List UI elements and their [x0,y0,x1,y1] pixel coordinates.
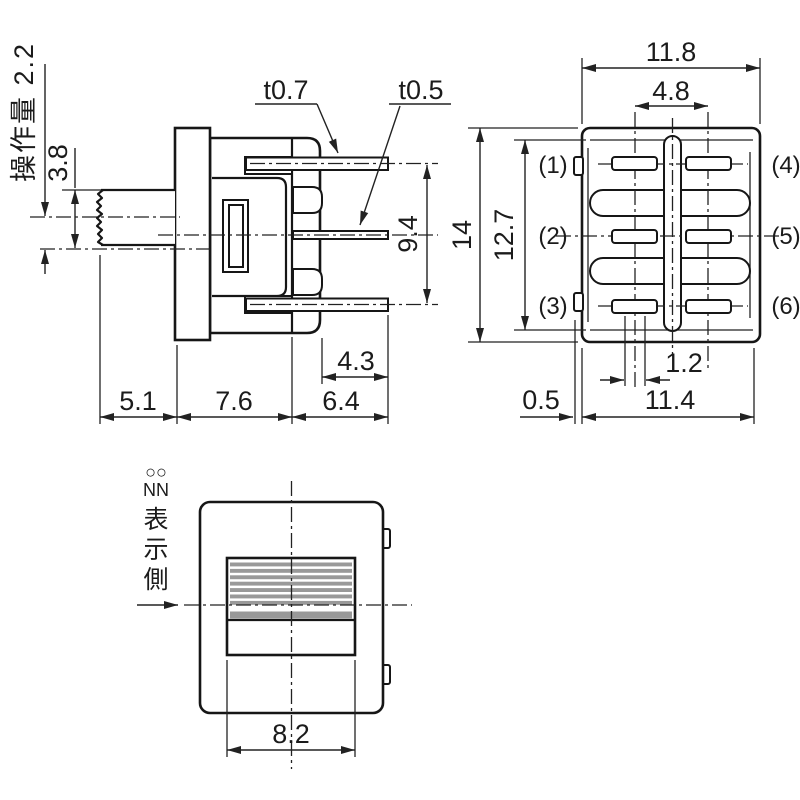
side-flange [173,126,212,342]
marking-row1: ○○ [145,462,167,482]
dim-11-8-label: 11.8 [646,37,697,67]
dim-11-4-label: 11.4 [645,385,696,415]
dim-t0-7-label: t0.7 [263,75,308,105]
pin-label-1: (1) [538,152,567,179]
plunger-slot-inner [228,204,244,268]
pin-3 [611,299,658,314]
pin-4 [685,156,732,171]
pin-label-4: (4) [771,152,800,179]
dim-4-3-label: 4.3 [337,346,375,376]
pin-label-3: (3) [538,293,567,320]
side-tab-top [573,156,584,176]
pin-6 [685,299,732,314]
dim-9-4-label: 9.4 [393,215,423,253]
dim-3-8-label: 3.8 [43,144,73,182]
dim-6-4-label: 6.4 [322,386,360,416]
dim-1-2-label: 1.2 [665,348,703,378]
dim-12-7-label: 12.7 [489,209,519,262]
shaft-knurl-edge [95,189,104,246]
dim-4-8-label: 4.8 [652,76,690,106]
pin-2 [611,229,658,244]
dim-7-6-label: 7.6 [215,386,253,416]
marking-side-char2: 示 [143,536,168,564]
pin-label-6: (6) [771,293,800,320]
case-shoulder-bottom [292,268,323,296]
dim-14-label: 14 [447,220,477,250]
pin-1 [611,156,658,171]
dim-t0-5-label: t0.5 [398,75,443,105]
dim-0-5-label: 0.5 [522,385,560,415]
dim-t0-5-leader [359,105,401,226]
marking-row2: NN [143,480,169,500]
front-view: ○○ NN 表 示 側 8.2 [137,462,412,769]
pin-5 [685,229,732,244]
side-view: 操作量 2.2 3.8 t0.7 t0.5 9.4 4.3 5.1 7.6 6.… [9,42,451,424]
dim-5-1-label: 5.1 [119,386,157,416]
case-shoulder-top [292,186,323,214]
pin-label-5: (5) [771,223,800,250]
pin-label-2: (2) [538,223,567,250]
dim-t0-7-leader [316,103,339,154]
pin-view: (1) (2) (3) (4) (5) (6) 11.8 4.8 14 12.7… [447,37,800,424]
marking-side-char3: 側 [143,566,168,594]
operation-travel-label: 操作量 2.2 [9,42,39,182]
dim-8-2-label: 8.2 [272,719,310,749]
marking-side-char1: 表 [143,506,168,534]
side-tab-bottom [573,292,584,312]
